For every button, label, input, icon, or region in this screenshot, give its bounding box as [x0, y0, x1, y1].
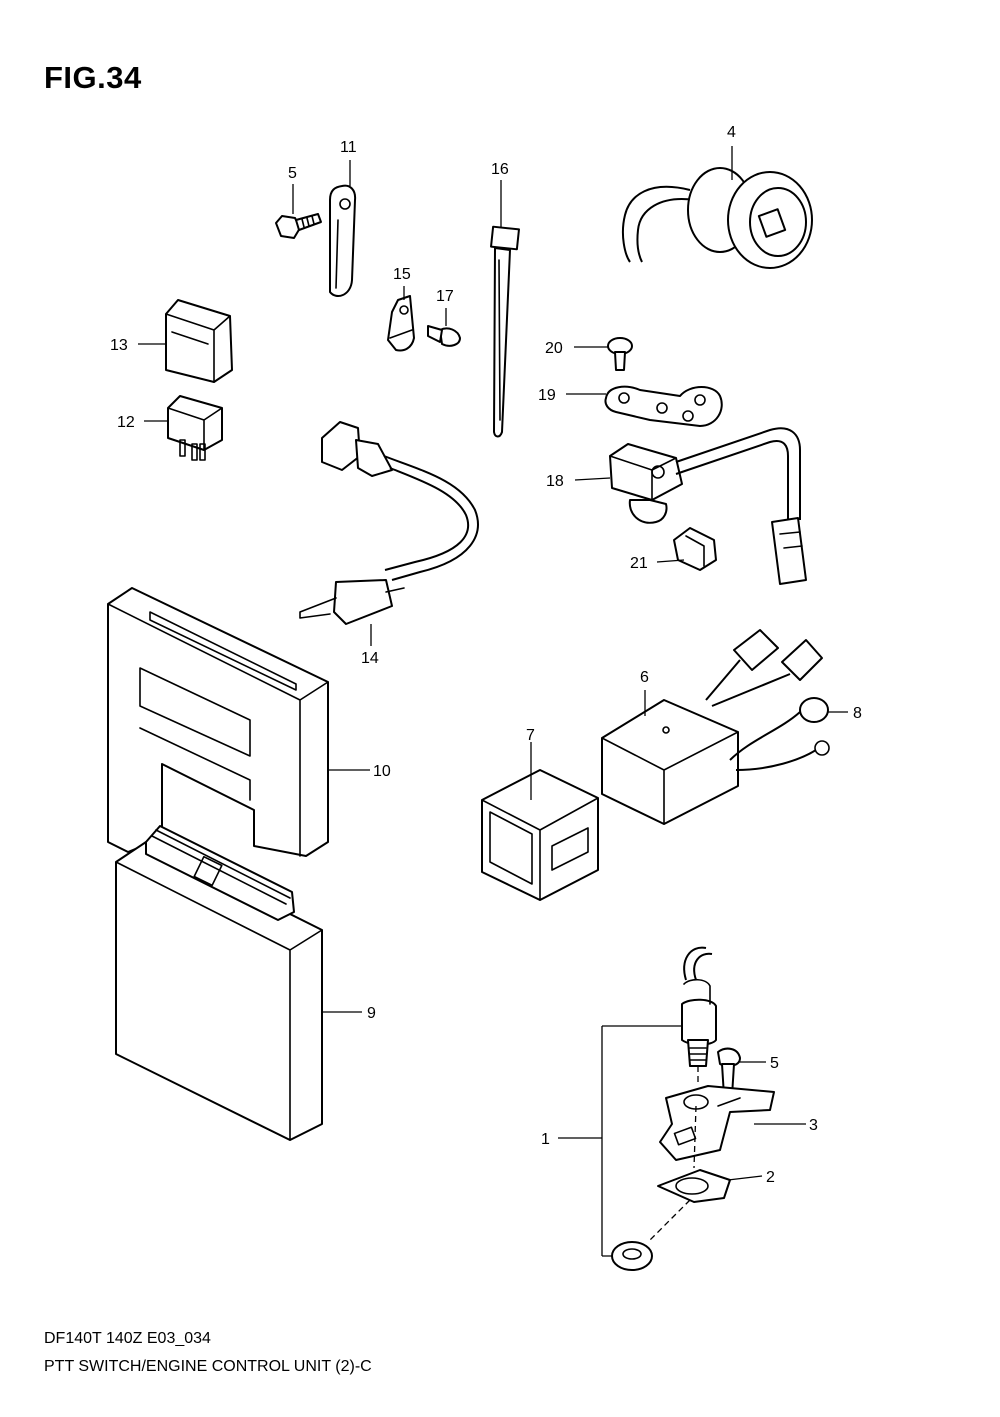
part-2-washer-icon[interactable] [657, 1169, 731, 1203]
callout-11: 11 [340, 139, 357, 156]
callout-5-bottom: 5 [770, 1055, 779, 1072]
callout-1: 1 [541, 1131, 550, 1148]
callout-7: 7 [526, 727, 535, 744]
part-13-relay-icon[interactable] [165, 299, 233, 383]
part-19-plate-icon[interactable] [604, 385, 723, 427]
callout-12: 12 [117, 414, 135, 431]
part-11-clamp-icon[interactable] [329, 184, 357, 297]
alignment-line [649, 1066, 699, 1241]
callout-13: 13 [110, 337, 128, 354]
part-20-screw-icon[interactable] [607, 337, 633, 371]
callout-6: 6 [640, 669, 649, 686]
part-9-ecu-icon[interactable] [115, 825, 323, 1141]
part-3-bracket-icon[interactable] [659, 1085, 775, 1161]
callout-19: 19 [538, 387, 556, 404]
part-17-screw-icon[interactable] [427, 325, 461, 347]
part-21-clip-icon[interactable] [673, 527, 717, 571]
part-4-icon[interactable] [621, 167, 813, 269]
callout-2: 2 [766, 1169, 775, 1186]
part-14-harness-icon[interactable] [299, 421, 479, 625]
figure-caption: PTT SWITCH/ENGINE CONTROL UNIT (2)-C [44, 1358, 372, 1375]
part-8-cap-icon[interactable] [799, 697, 829, 723]
part-1-icon[interactable] [681, 946, 717, 1067]
callout-14: 14 [361, 650, 379, 667]
figure-title: FIG.34 [44, 60, 142, 95]
part-15-bracket-icon[interactable] [387, 295, 415, 352]
callout-9: 9 [367, 1005, 376, 1022]
callout-4: 4 [727, 124, 736, 141]
part-5-bolt-top-icon[interactable] [275, 213, 322, 239]
part-12-relay-icon[interactable] [167, 395, 223, 461]
callout-17: 17 [436, 288, 454, 305]
callout-21: 21 [630, 555, 648, 572]
part-16-cable-tie-icon[interactable] [490, 225, 520, 438]
leader-lines [138, 146, 848, 1257]
part-6-control-unit-icon[interactable] [601, 629, 830, 825]
callout-16: 16 [491, 161, 509, 178]
callout-3: 3 [809, 1117, 818, 1134]
nut-icon[interactable] [611, 1241, 653, 1271]
callout-10: 10 [373, 763, 391, 780]
model-code: DF140T 140Z E03_034 [44, 1330, 211, 1347]
callout-20: 20 [545, 340, 563, 357]
callout-8: 8 [853, 705, 862, 722]
part-18-switch-icon[interactable] [609, 427, 807, 585]
part-10-bracket-icon[interactable] [107, 587, 329, 857]
callout-5-top: 5 [288, 165, 297, 182]
callout-18: 18 [546, 473, 564, 490]
part-7-relay-box-icon[interactable] [481, 769, 599, 901]
callout-15: 15 [393, 266, 411, 283]
